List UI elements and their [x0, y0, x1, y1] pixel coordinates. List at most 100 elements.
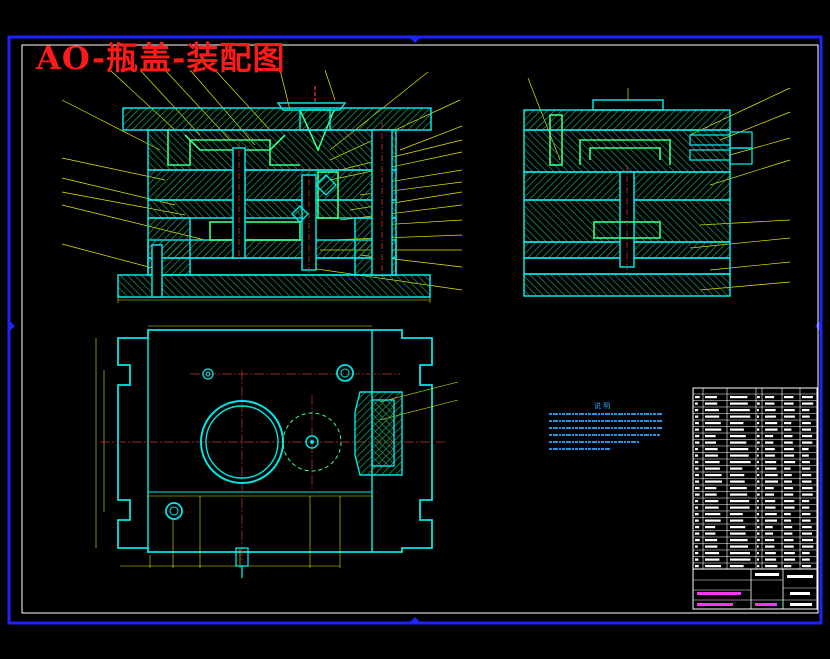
- parts-list-cell-text: [695, 415, 699, 418]
- parts-list-cell-text: [705, 487, 717, 490]
- parts-list-cell-text: [802, 506, 810, 509]
- parts-list-cell-text: [695, 500, 699, 503]
- parts-list-cell-text: [784, 552, 795, 555]
- parts-list-cell-text: [757, 441, 760, 444]
- parts-list-cell-text: [730, 493, 748, 496]
- parts-list-cell-text: [705, 493, 717, 496]
- parts-list-cell-text: [695, 545, 698, 548]
- parts-list-cell-text: [757, 461, 759, 464]
- parts-list-cell-text: [705, 402, 718, 405]
- parts-list-cell-text: [765, 506, 776, 509]
- parts-list-cell-text: [730, 539, 748, 542]
- parts-list-cell-text: [705, 480, 722, 483]
- parts-list-cell-text: [695, 519, 699, 522]
- parts-list-cell-text: [765, 513, 777, 516]
- parts-list-cell-text: [765, 565, 778, 568]
- parts-list-cell-text: [757, 565, 760, 568]
- parts-list-cell-text: [784, 493, 794, 496]
- parts-list-cell-text: [695, 532, 700, 535]
- parts-list-cell-text: [784, 532, 793, 535]
- parts-list-cell-text: [802, 409, 810, 412]
- parts-list-cell-text: [705, 454, 718, 457]
- parts-list-cell-text: [765, 409, 776, 412]
- parts-list-cell-text: [695, 441, 700, 444]
- parts-list-cell-text: [705, 415, 720, 418]
- parts-list-cell-text: [695, 396, 700, 399]
- parts-list-cell-text: [695, 454, 698, 457]
- parts-list-cell-text: [757, 467, 760, 470]
- parts-list-cell-text: [705, 409, 719, 412]
- parts-list-cell-text: [757, 422, 760, 425]
- top-plan-view: [95, 325, 459, 578]
- parts-list-cell-text: [802, 519, 811, 522]
- technical-notes-block: [549, 413, 662, 450]
- parts-list-cell-text: [757, 513, 760, 516]
- parts-list-cell-text: [730, 441, 747, 444]
- parts-list-cell-text: [695, 539, 700, 542]
- parts-list-cell-text: [784, 396, 794, 399]
- parts-list-cell-text: [765, 441, 774, 444]
- parts-list-cell-text: [802, 402, 814, 405]
- parts-list-cell-text: [802, 461, 810, 464]
- parts-list-cell-text: [757, 545, 759, 548]
- parts-list-cell-text: [757, 448, 759, 451]
- drawing-title: AO-瓶盖-装配图: [36, 39, 286, 77]
- parts-list-cell-text: [765, 500, 776, 503]
- inner-frame: [21, 44, 819, 614]
- parts-list-cell-text: [784, 409, 795, 412]
- parts-list-cell-text: [695, 513, 699, 516]
- parts-list-cell-text: [802, 493, 813, 496]
- parts-list-cell-text: [705, 474, 722, 477]
- parts-list-cell-text: [765, 396, 775, 399]
- parts-list-cell-text: [784, 448, 794, 451]
- parts-list-cell-text: [802, 513, 811, 516]
- parts-list-cell-text: [730, 422, 744, 425]
- parts-list-cell-text: [757, 532, 760, 535]
- parts-list-cell-text: [765, 435, 774, 438]
- parts-list-cell-text: [784, 422, 792, 425]
- parts-list-cell-text: [765, 467, 777, 470]
- parts-list-cell-text: [730, 532, 746, 535]
- parts-list-cell-text: [765, 428, 778, 431]
- parts-list-cell-text: [784, 441, 793, 444]
- parts-list-cell-text: [695, 409, 699, 412]
- parts-list-cell-text: [730, 480, 745, 483]
- parts-list-cell-text: [757, 487, 760, 490]
- parts-list-cell-text: [695, 428, 699, 431]
- parts-list-cell-text: [757, 539, 760, 542]
- parts-list-cell-text: [802, 480, 812, 483]
- parts-list-cell-text: [784, 526, 793, 529]
- parts-list-cell-text: [802, 500, 810, 503]
- parts-list-cell-text: [705, 396, 717, 399]
- parts-list-cell-text: [757, 409, 759, 412]
- parts-list-cell-text: [730, 565, 744, 568]
- parts-list-cell-text: [705, 435, 716, 438]
- parts-list-cell-text: [730, 448, 749, 451]
- parts-list-cell-text: [730, 461, 751, 464]
- parts-list-cell-text: [695, 552, 699, 555]
- parts-list-cell-text: [730, 526, 746, 529]
- parts-list-cell-text: [695, 526, 700, 529]
- parts-list-cell-text: [695, 467, 699, 470]
- parts-list-cell-text: [784, 428, 792, 431]
- parts-list-cell-text: [730, 415, 751, 418]
- parts-list-cell-text: [730, 467, 743, 470]
- parts-list-cell-text: [757, 428, 760, 431]
- parts-list-cell-text: [784, 402, 794, 405]
- parts-list-cell-text: [765, 480, 778, 483]
- front-section-view: [61, 69, 463, 303]
- parts-list-cell-text: [765, 415, 776, 418]
- parts-list-cell-text: [784, 513, 791, 516]
- title-block: [692, 568, 818, 610]
- parts-list-cell-text: [765, 474, 778, 477]
- parts-list-cell-text: [695, 558, 699, 561]
- parts-list-cell-text: [757, 396, 760, 399]
- parts-list-cell-text: [765, 461, 777, 464]
- parts-list-cell-text: [705, 500, 719, 503]
- parts-list-cell-text: [757, 500, 759, 503]
- parts-list-cell-text: [695, 461, 699, 464]
- parts-list-cell-text: [757, 474, 760, 477]
- parts-list-cell-text: [784, 539, 794, 542]
- parts-list-cell-text: [705, 558, 720, 561]
